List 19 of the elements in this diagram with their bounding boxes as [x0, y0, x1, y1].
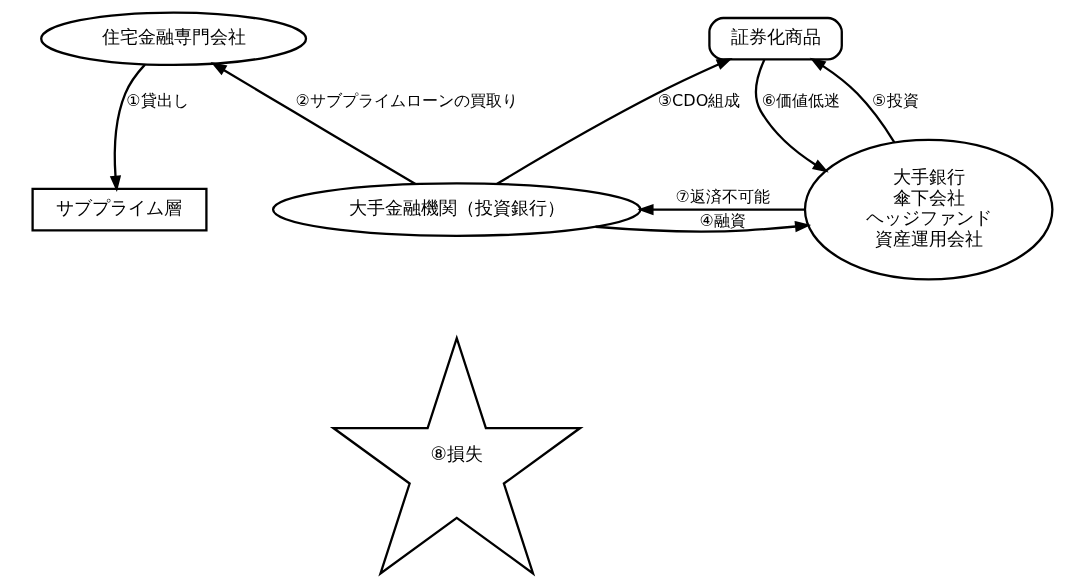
edge-label: ④融資: [699, 210, 746, 230]
arrow: [109, 63, 146, 192]
node-box: 証券化商品: [707, 16, 843, 61]
arrow: [809, 57, 895, 143]
edge-label: ③CDO組成: [657, 91, 740, 111]
edge-label: ②サブプライムローンの買取り: [294, 91, 518, 111]
node-ellipse: 住宅金融専門会社: [39, 11, 307, 67]
edge-label: ⑦返済不可能: [675, 186, 770, 206]
edge-label: ⑤投資: [871, 91, 919, 111]
arrow: [754, 59, 829, 173]
arrow: [594, 220, 811, 233]
edge-label: ①貸出し: [125, 91, 189, 111]
edge-label: ⑥価値低迷: [761, 91, 840, 111]
arrow: [495, 58, 733, 185]
node-ellipse: 大手金融機関（投資銀行）: [271, 182, 642, 237]
node-ellipse: 大手銀行 傘下会社 ヘッジファンド 資産運用会社: [803, 138, 1053, 281]
arrow: [636, 203, 805, 216]
arrow: [210, 62, 416, 185]
node-box: サブプライム層: [30, 187, 208, 232]
